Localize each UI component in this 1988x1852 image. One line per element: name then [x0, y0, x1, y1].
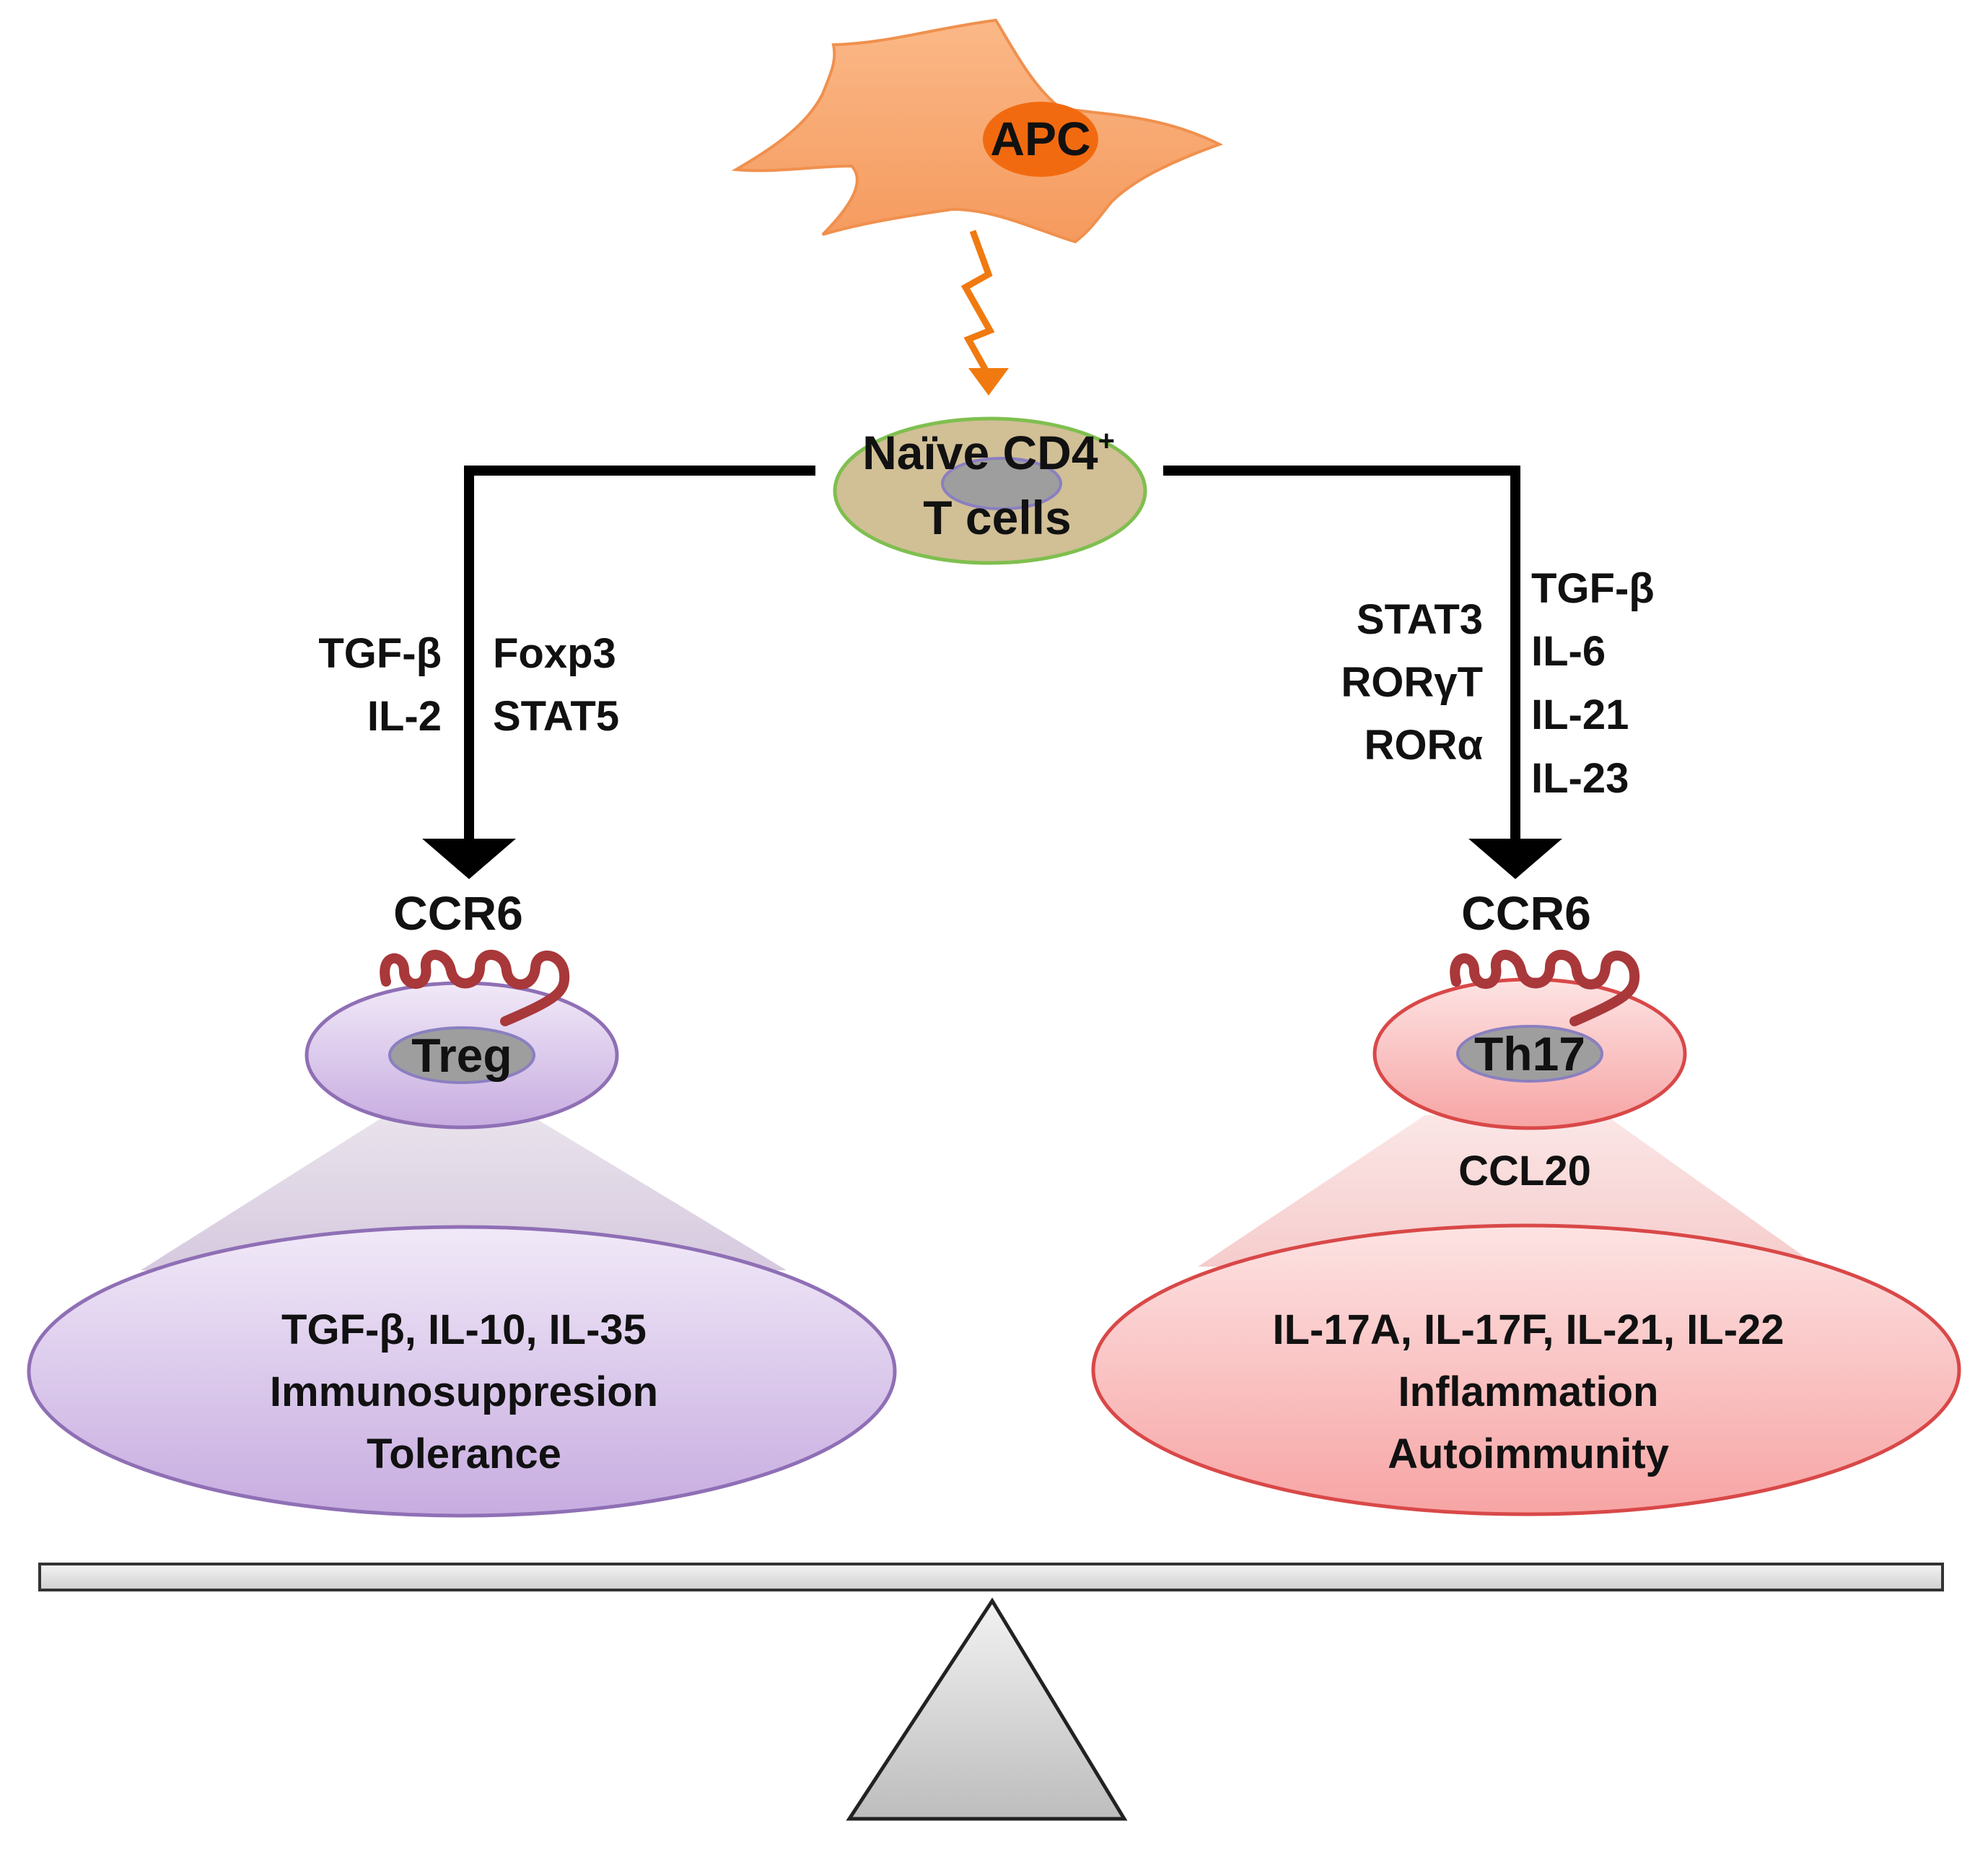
treg-ccr6-label: CCR6 — [393, 886, 523, 940]
apc-label: APC — [990, 112, 1090, 165]
th17-cell: CCR6 Th17 CCL20 — [1372, 886, 1687, 1194]
balance-beam — [38, 1563, 1944, 1591]
treg-factor-0: Foxp3 — [493, 630, 616, 677]
treg-cell: CCR6 Treg — [305, 886, 619, 1130]
treg-output-ellipse: TGF-β, IL-10, IL-35 Immunosuppresion Tol… — [27, 1225, 897, 1518]
th17-output-function-1: Inflammation — [1398, 1368, 1659, 1415]
naive-cell-label-line1: Naïve CD4+ — [862, 425, 1115, 479]
th17-factor-2: RORα — [1364, 722, 1483, 769]
th17-ccr6-label: CCR6 — [1461, 886, 1591, 940]
treg-output-cytokines: TGF-β, IL-10, IL-35 — [281, 1306, 647, 1353]
th17-output-cytokines: IL-17A, IL-17F, IL-21, IL-22 — [1272, 1306, 1784, 1353]
treg-cytokine-1: IL-2 — [367, 693, 442, 740]
treg-nucleus — [388, 1026, 535, 1084]
th17-output-ellipse: IL-17A, IL-17F, IL-21, IL-22 Inflammatio… — [1091, 1223, 1961, 1516]
apc-nucleus — [983, 102, 1098, 177]
th17-projection-cone — [1198, 1115, 1818, 1267]
th17-nucleus — [1456, 1025, 1603, 1083]
treg-cytokines: TGF-β IL-2 — [318, 630, 442, 740]
th17-cytokine-3: IL-23 — [1531, 755, 1629, 802]
th17-cytokine-1: IL-6 — [1531, 628, 1606, 675]
treg-output-function-1: Immunosuppresion — [270, 1368, 658, 1415]
treg-factor-1: STAT5 — [493, 693, 619, 740]
th17-cytokine-0: TGF-β — [1531, 565, 1655, 612]
th17-factor-1: RORγT — [1341, 659, 1483, 706]
balance-scale — [38, 1563, 1944, 1821]
th17-cell-label: Th17 — [1474, 1027, 1585, 1080]
apc-membrane — [731, 18, 1224, 244]
treg-cell-label: Treg — [411, 1028, 512, 1082]
th17-ccr6-receptor-icon — [1450, 950, 1640, 1026]
treg-output-function-2: Tolerance — [367, 1431, 561, 1477]
th17-cytokines: TGF-β IL-6 IL-21 IL-23 — [1531, 565, 1655, 802]
naive-cell-label-line2: T cells — [923, 491, 1071, 544]
treg-ccr6-receptor-icon — [380, 950, 570, 1026]
th17-output-function-2: Autoimmunity — [1388, 1431, 1669, 1477]
treg-transcription-factors: Foxp3 STAT5 — [493, 630, 619, 740]
treg-cytokine-0: TGF-β — [318, 630, 442, 677]
th17-factor-0: STAT3 — [1357, 596, 1483, 643]
th17-branch-arrow — [1163, 466, 1562, 879]
balance-fulcrum — [846, 1597, 1128, 1821]
treg-branch-arrow — [422, 466, 815, 879]
th17-cytokine-2: IL-21 — [1531, 691, 1629, 738]
apc-cell: APC — [731, 18, 1224, 244]
activation-signal-arrow — [960, 230, 1009, 396]
naive-cd4-t-cell: Naïve CD4+ T cells — [833, 416, 1147, 565]
th17-transcription-factors: STAT3 RORγT RORα — [1341, 596, 1483, 769]
treg-projection-cone — [141, 1115, 787, 1270]
naive-cell-nucleus — [941, 457, 1062, 510]
th17-ccl20-label: CCL20 — [1458, 1148, 1591, 1194]
